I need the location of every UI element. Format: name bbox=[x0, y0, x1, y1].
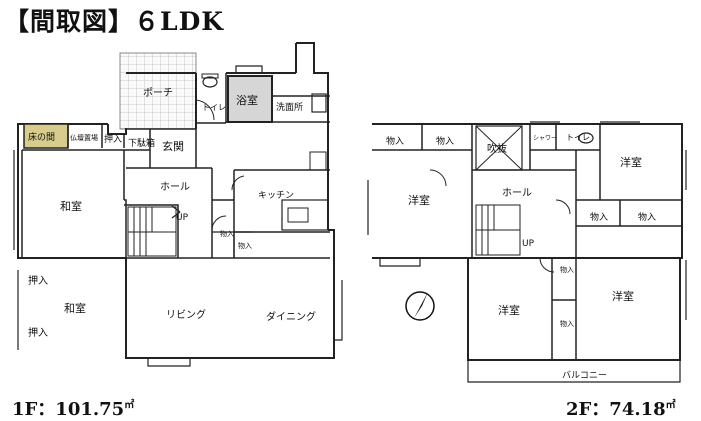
stove bbox=[309, 151, 327, 171]
label-balcony: バルコニー bbox=[562, 370, 607, 381]
label-porch: ポーチ bbox=[143, 87, 173, 99]
label-void: 吹抜 bbox=[487, 142, 507, 155]
label-tokonoma: 床の間 bbox=[28, 131, 55, 143]
label-oshiire-small: 押入 bbox=[104, 133, 122, 145]
wash-basin bbox=[311, 93, 327, 113]
label-washitsu2: 和室 bbox=[64, 301, 86, 315]
floor1-plan bbox=[13, 42, 343, 367]
label-storage-c: 物入 bbox=[590, 211, 608, 223]
label-oshiire-b: 押入 bbox=[28, 326, 48, 339]
label-shower: シャワー bbox=[533, 135, 557, 142]
floor2-area: 2F：74.18㎡ bbox=[566, 395, 676, 421]
kitchen-counter bbox=[281, 199, 329, 231]
label-dining: ダイニング bbox=[266, 310, 316, 323]
label-storage-a: 物入 bbox=[386, 135, 404, 147]
label-western-ne: 洋室 bbox=[620, 155, 642, 169]
floor1-area-unit: ㎡ bbox=[124, 400, 135, 411]
floor1-area: 1F：101.75㎡ bbox=[12, 395, 134, 421]
floor1-labels: ポーチ トイレ 浴室 洗面所 床の間 仏壇置場 押入 下駄箱 玄関 和室 ホール… bbox=[28, 87, 316, 339]
label-up-2f: UP bbox=[522, 239, 535, 249]
floor1-area-value: 1F：101.75 bbox=[12, 399, 125, 420]
label-storage-d: 物入 bbox=[638, 211, 656, 223]
label-toilet-1f: トイレ bbox=[202, 103, 226, 112]
label-getabako: 下駄箱 bbox=[128, 137, 155, 149]
porch-area bbox=[119, 52, 197, 130]
toilet-fixture-2f bbox=[578, 132, 594, 144]
label-washroom: 洗面所 bbox=[276, 101, 303, 113]
label-western-se: 洋室 bbox=[612, 289, 634, 303]
floor2-labels: 物入 物入 吹抜 シャワー トイレ 洋室 洋室 ホール 物入 物入 UP 物入 … bbox=[386, 133, 656, 381]
label-living: リビング bbox=[166, 308, 206, 321]
stairs-1f bbox=[127, 205, 181, 257]
label-up-1f: UP bbox=[176, 213, 189, 223]
label-western-s: 洋室 bbox=[498, 303, 520, 317]
label-genkan: 玄関 bbox=[162, 139, 184, 153]
label-oshiire-a: 押入 bbox=[28, 274, 48, 287]
floor2-area-unit: ㎡ bbox=[665, 400, 676, 411]
label-storage1: 物入 bbox=[220, 229, 234, 238]
compass-icon bbox=[405, 291, 435, 321]
toilet-fixture bbox=[202, 76, 218, 88]
floor2-plan bbox=[367, 121, 687, 383]
bath-area bbox=[227, 75, 273, 123]
label-kitchen: キッチン bbox=[258, 190, 294, 201]
kitchen-sink bbox=[287, 207, 309, 223]
label-storage-b: 物入 bbox=[436, 135, 454, 147]
stairs-2f bbox=[475, 204, 521, 256]
tokonoma-area bbox=[23, 123, 69, 149]
label-western-w: 洋室 bbox=[408, 193, 430, 207]
label-hall-1f: ホール bbox=[160, 181, 190, 193]
label-bath: 浴室 bbox=[236, 93, 258, 107]
label-hall-2f: ホール bbox=[502, 187, 532, 199]
page-title: 【間取図】６LDK bbox=[4, 7, 224, 36]
label-storage2: 物入 bbox=[238, 241, 252, 250]
label-storage-e: 物入 bbox=[560, 265, 574, 274]
label-storage-f: 物入 bbox=[560, 319, 574, 328]
floor2-area-value: 2F：74.18 bbox=[566, 399, 666, 420]
label-washitsu1: 和室 bbox=[60, 199, 82, 213]
balcony-rail bbox=[467, 360, 681, 383]
label-butsudan: 仏壇置場 bbox=[70, 133, 98, 142]
label-toilet-2f: トイレ bbox=[566, 133, 590, 142]
